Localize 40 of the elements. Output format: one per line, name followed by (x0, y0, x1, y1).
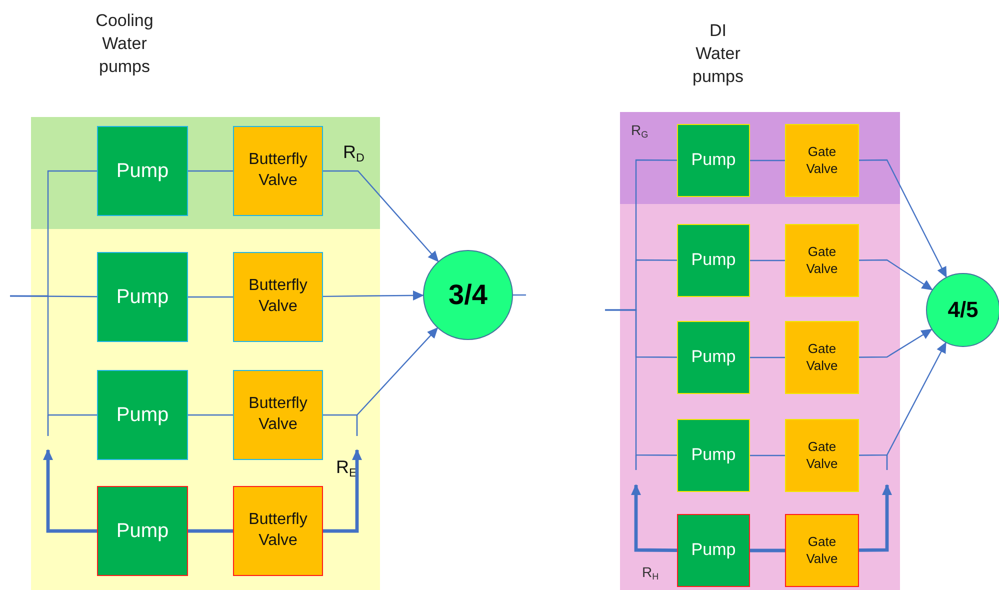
pipe-arrow (323, 327, 438, 416)
pump-box: Pump (97, 486, 188, 576)
pipe-arrow (631, 484, 678, 552)
pipe-arrow (859, 328, 932, 358)
valve-box: Gate Valve (785, 124, 859, 197)
valve-box: Gate Valve (785, 419, 859, 492)
valve-box: Butterfly Valve (233, 252, 323, 342)
pump-box: Pump (97, 252, 188, 342)
pipe-arrow (859, 342, 946, 456)
pipe-arrow (859, 259, 933, 290)
valve-box: Butterfly Valve (233, 486, 323, 576)
pipe-arrow (43, 449, 97, 533)
pump-box: Pump (677, 514, 750, 587)
pump-group-band (620, 204, 900, 590)
valve-box: Butterfly Valve (233, 370, 323, 460)
pump-box: Pump (677, 224, 750, 297)
valve-box: Gate Valve (785, 514, 859, 587)
valve-box: Gate Valve (785, 224, 859, 297)
valve-box: Gate Valve (785, 321, 859, 394)
pump-box: Pump (97, 126, 188, 216)
group-label: R$_{G}$ (631, 122, 648, 140)
pump-group-band (620, 112, 900, 204)
junction-circle: 3/4 (423, 250, 513, 340)
group-label: R$_{D}$ (343, 142, 364, 164)
pump-group-band (31, 229, 380, 590)
pump-box: Pump (97, 370, 188, 460)
valve-box: Butterfly Valve (233, 126, 323, 216)
group-label: R$_{H}$ (642, 564, 659, 582)
group-heading: Cooling Water pumps (94, 10, 154, 78)
pump-box: Pump (677, 419, 750, 492)
junction-circle: 4/5 (926, 273, 999, 347)
pipe-arrow (323, 449, 362, 533)
pump-group-band (31, 117, 380, 229)
pipe-arrow (323, 290, 424, 300)
pipe-arrow (323, 170, 439, 262)
pipe-arrow (858, 484, 892, 552)
pump-box: Pump (677, 321, 750, 394)
pump-box: Pump (677, 124, 750, 197)
pipe-arrow (859, 159, 947, 278)
group-heading: DI Water pumps (691, 20, 745, 88)
